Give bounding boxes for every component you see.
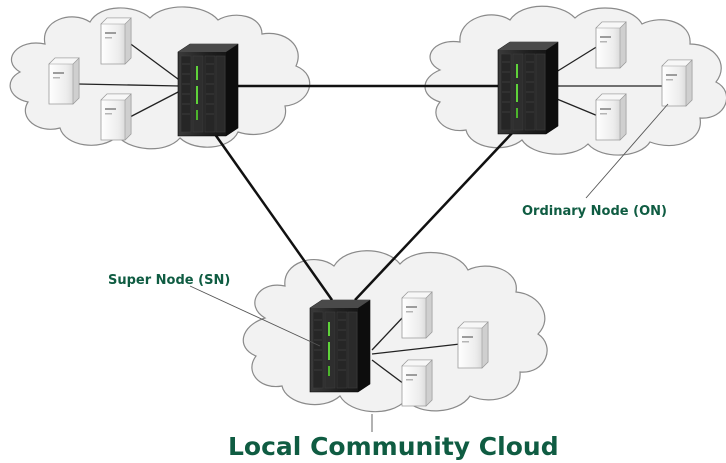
super-node-leader — [189, 285, 321, 347]
tower-server-icon — [595, 21, 627, 69]
super-node-label: Super Node (SN) — [108, 273, 230, 288]
tower-server-icon — [661, 59, 693, 107]
super-node-links — [210, 84, 516, 301]
tower-server-icon — [100, 17, 132, 65]
tower-server-icon — [595, 93, 627, 141]
tower-server-icon — [100, 93, 132, 141]
tower-server-icon — [48, 57, 80, 105]
cloud-title: Local Community Cloud — [228, 432, 559, 461]
tower-server-icon — [457, 321, 489, 369]
link-sn-right-to-sn-bottom — [354, 129, 516, 301]
tower-server-icon — [401, 291, 433, 339]
tower-server-icon — [401, 359, 433, 407]
ordinary-node-label: Ordinary Node (ON) — [522, 204, 667, 219]
rack-server-icon — [177, 43, 239, 137]
ordinary-node-leader — [585, 103, 669, 199]
rack-server-icon — [497, 41, 559, 135]
callout-leaders — [189, 103, 669, 432]
link-sn-left-to-sn-bottom — [210, 129, 334, 301]
